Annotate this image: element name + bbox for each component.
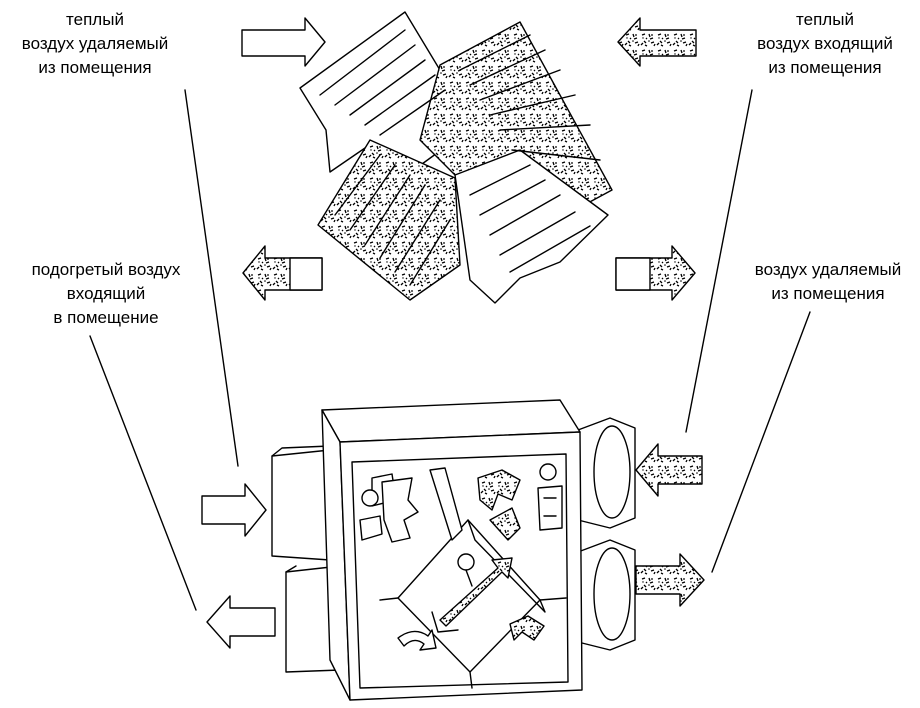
exchanger-plate-d: [454, 149, 609, 304]
label-warm-exhaust: теплый воздух удаляемый из помещения: [21, 10, 169, 77]
leader-line-warm-exhaust: [184, 89, 239, 467]
leader-line-warm-inflow: [685, 89, 753, 433]
duct-top-left: [271, 449, 331, 561]
ventilation-unit: [271, 399, 636, 701]
arrow-inflow-right: [635, 443, 703, 497]
heat-exchanger-core: [299, 11, 613, 304]
leader-line-heated-supply: [89, 335, 197, 611]
label-warm-inflow: теплый воздух входящий из помещения: [757, 10, 893, 77]
exchanger-plate-c: [317, 139, 461, 301]
arrow-exhaust-right: [635, 553, 705, 607]
arrow-supply-in-left: [201, 483, 267, 537]
arrow-supply-out-left: [206, 595, 276, 649]
label-heated-supply: подогретый воздух входящий в помещение: [31, 260, 181, 327]
arrow-warm-exhaust-in: [241, 17, 326, 67]
leader-line-exhaust-out: [711, 311, 811, 573]
label-exhaust-out: воздух удаляемый из помещения: [754, 260, 902, 303]
arrow-warm-inflow-in: [617, 17, 697, 67]
